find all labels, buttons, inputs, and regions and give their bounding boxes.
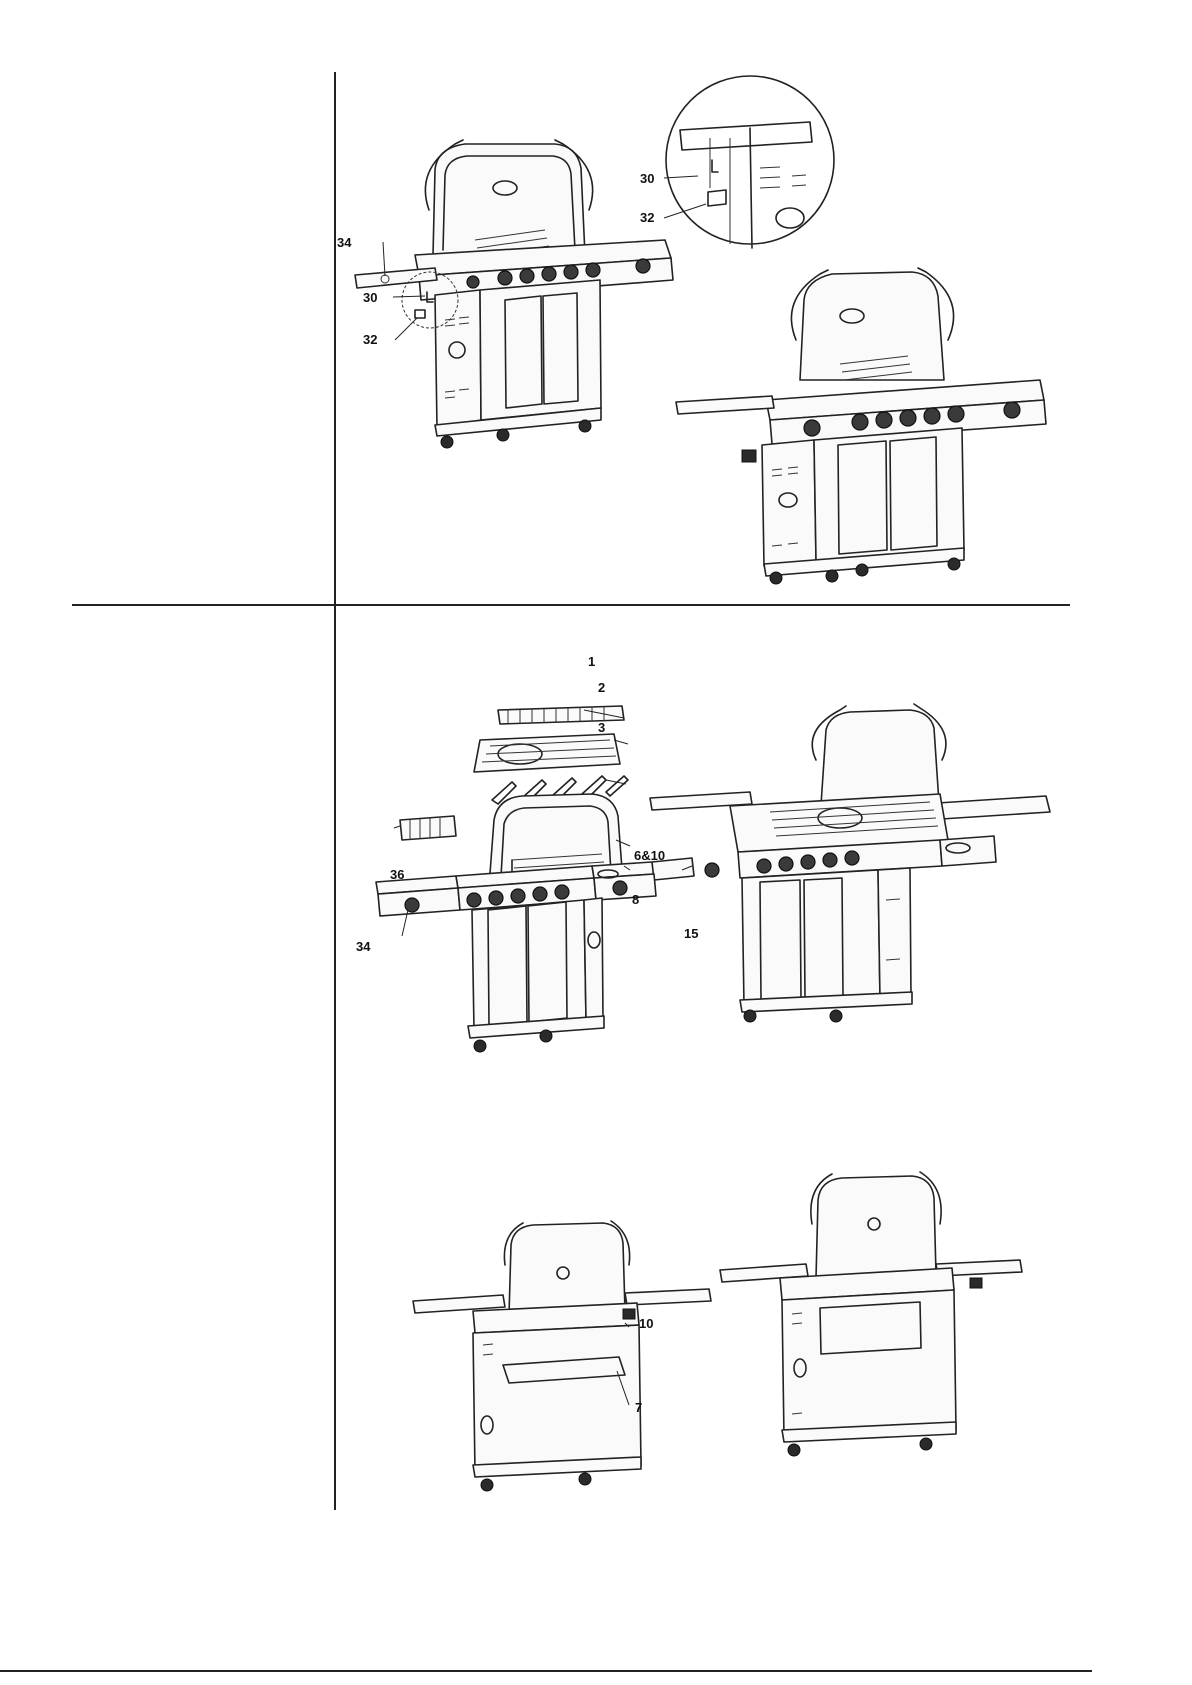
grill-figure-assembled-top	[722, 260, 1062, 580]
callout-36: 36	[390, 867, 404, 882]
callout-30-detail: 30	[640, 171, 654, 186]
callout-30: 30	[363, 290, 377, 305]
callout-7: 7	[635, 1400, 642, 1415]
grill-figure-rear-view-tray: 10 7	[413, 1215, 713, 1505]
callout-32: 32	[363, 332, 377, 347]
detail-magnifier-circle: 30 32	[640, 68, 840, 268]
grill-figure-rear-view-assembled	[720, 1168, 1030, 1478]
callout-6and10: 6&10	[634, 848, 665, 863]
page-bottom-rule	[0, 1670, 1092, 1672]
callout-2: 2	[598, 680, 605, 695]
grill-figure-exploded-view: 1 2 3 6&10 8 36 15 34	[362, 700, 722, 1120]
callout-8: 8	[632, 892, 639, 907]
horizontal-divider	[72, 604, 1070, 606]
callout-34-bottom: 34	[356, 939, 371, 954]
callout-32-detail: 32	[640, 210, 654, 225]
callout-34: 34	[337, 235, 352, 250]
callout-3: 3	[598, 720, 605, 735]
callout-1: 1	[588, 654, 595, 669]
grill-figure-assembled-with-grates	[690, 700, 1060, 1020]
callout-10: 10	[639, 1316, 653, 1331]
vertical-divider	[334, 72, 336, 1510]
